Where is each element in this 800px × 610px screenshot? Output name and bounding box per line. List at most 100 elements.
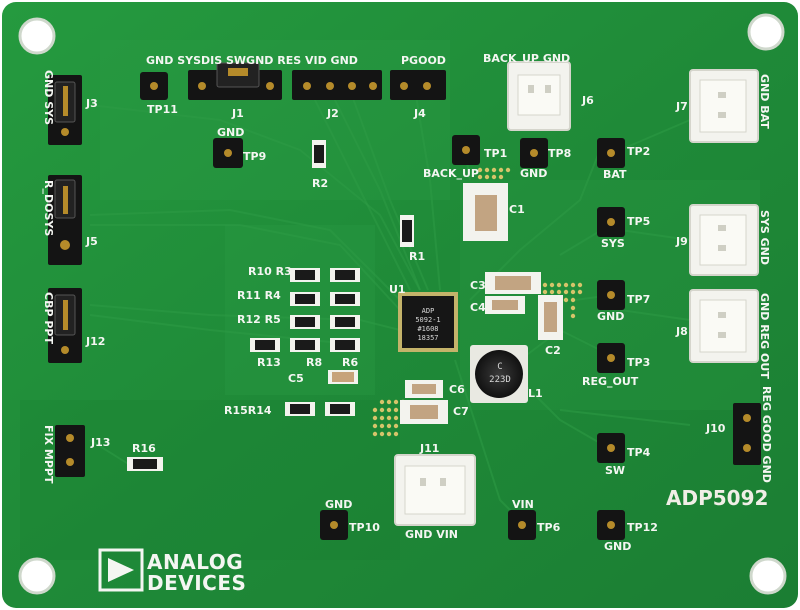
svg-text:VIN: VIN <box>512 498 534 511</box>
svg-text:C7: C7 <box>453 405 469 418</box>
svg-text:C6: C6 <box>449 383 465 396</box>
svg-text:J8: J8 <box>675 325 688 338</box>
svg-text:GND: GND <box>325 498 352 511</box>
svg-text:TP7: TP7 <box>627 293 650 306</box>
svg-text:R2: R2 <box>312 177 328 190</box>
svg-text:J13: J13 <box>90 436 110 449</box>
svg-text:U1: U1 <box>389 283 406 296</box>
svg-text:R6: R6 <box>342 356 358 369</box>
ic-u1: ADP 5092-1 #1608 18357 <box>398 292 458 352</box>
inductor-l1: C 223D <box>470 345 528 403</box>
svg-text:ADP: ADP <box>422 307 435 315</box>
svg-text:J2: J2 <box>326 107 339 120</box>
j8-connector[interactable] <box>689 289 759 363</box>
svg-text:18357: 18357 <box>417 334 438 342</box>
svg-text:R11 R4: R11 R4 <box>237 289 281 302</box>
svg-text:ANALOG: ANALOG <box>147 550 243 574</box>
svg-text:FIX MPPT: FIX MPPT <box>42 425 55 484</box>
part-number: ADP5092 <box>666 486 768 510</box>
svg-text:TP4: TP4 <box>627 446 651 459</box>
svg-text:PGOOD: PGOOD <box>401 54 446 67</box>
svg-text:SW: SW <box>605 464 625 477</box>
resistor-array <box>127 140 414 471</box>
j13-header[interactable] <box>55 425 85 477</box>
j2-header[interactable] <box>292 70 382 100</box>
svg-text:R16: R16 <box>132 442 156 455</box>
j9-connector[interactable] <box>689 204 759 276</box>
svg-text:J7: J7 <box>675 100 688 113</box>
via-array <box>372 167 583 437</box>
j5-header[interactable] <box>48 175 82 265</box>
svg-text:SYS: SYS <box>601 237 625 250</box>
svg-text:BACK_UP: BACK_UP <box>423 167 479 180</box>
svg-text:TP8: TP8 <box>548 147 571 160</box>
svg-text:R8: R8 <box>306 356 322 369</box>
svg-text:J5: J5 <box>85 235 98 248</box>
svg-text:TP3: TP3 <box>627 356 650 369</box>
tp11-post[interactable] <box>140 72 168 100</box>
j1-header[interactable] <box>188 62 282 100</box>
svg-text:GND: GND <box>597 310 624 323</box>
j10-header[interactable] <box>733 403 761 465</box>
svg-text:TP10: TP10 <box>349 521 380 534</box>
svg-text:R1: R1 <box>409 250 425 263</box>
svg-text:TP2: TP2 <box>627 145 650 158</box>
svg-text:C: C <box>497 362 502 372</box>
copper-traces <box>89 89 691 521</box>
svg-text:GND VIN: GND VIN <box>405 528 458 541</box>
j12-header[interactable] <box>48 288 82 363</box>
svg-text:J4: J4 <box>413 107 426 120</box>
svg-text:J1: J1 <box>231 107 244 120</box>
svg-text:J12: J12 <box>85 335 105 348</box>
svg-text:C4: C4 <box>470 301 486 314</box>
svg-text:GND SYS: GND SYS <box>42 70 55 125</box>
mounting-holes <box>18 13 787 595</box>
svg-text:GND SYSDIS SWGND RES VID GND: GND SYSDIS SWGND RES VID GND <box>146 54 358 67</box>
svg-text:TP1: TP1 <box>484 147 507 160</box>
svg-text:J10: J10 <box>705 422 726 435</box>
j7-connector[interactable] <box>689 69 759 143</box>
j4-header[interactable] <box>390 70 446 100</box>
svg-text:223D: 223D <box>489 375 511 385</box>
svg-text:REG_OUT: REG_OUT <box>582 375 639 388</box>
svg-text:GND: GND <box>217 126 244 139</box>
svg-text:J9: J9 <box>675 235 688 248</box>
svg-text:C5: C5 <box>288 372 304 385</box>
svg-text:R13: R13 <box>257 356 281 369</box>
svg-text:C2: C2 <box>545 344 561 357</box>
svg-text:J11: J11 <box>419 442 439 455</box>
svg-text:C3: C3 <box>470 279 486 292</box>
svg-text:C1: C1 <box>509 203 525 216</box>
capacitors <box>400 183 563 424</box>
svg-text:TP9: TP9 <box>243 150 266 163</box>
svg-text:J3: J3 <box>85 97 98 110</box>
svg-text:R_DOSYS: R_DOSYS <box>42 180 55 236</box>
analog-devices-logo: ANALOG DEVICES <box>98 548 246 595</box>
svg-text:R10 R3: R10 R3 <box>248 265 292 278</box>
svg-text:TP12: TP12 <box>627 521 658 534</box>
svg-text:SYS GND: SYS GND <box>758 210 771 265</box>
j11-connector[interactable] <box>394 454 476 526</box>
svg-text:GND: GND <box>604 540 631 553</box>
svg-text:GND: GND <box>520 167 547 180</box>
svg-text:L1: L1 <box>528 387 543 400</box>
svg-text:5092-1: 5092-1 <box>415 316 440 324</box>
svg-text:CBP PPT: CBP PPT <box>42 292 55 344</box>
silkscreen-labels: GND SYSDIS SWGND RES VID GND PGOOD TP11 … <box>42 52 773 553</box>
j6-connector[interactable] <box>507 61 571 131</box>
test-point-pins <box>330 146 615 529</box>
svg-text:GND REG OUT: GND REG OUT <box>758 293 771 379</box>
svg-text:GND BAT: GND BAT <box>758 74 771 129</box>
tp9-post[interactable] <box>213 138 243 168</box>
svg-text:J6: J6 <box>581 94 594 107</box>
j3-header[interactable] <box>48 75 82 145</box>
svg-text:BACK_UP GND: BACK_UP GND <box>483 52 570 65</box>
svg-text:#1608: #1608 <box>417 325 438 333</box>
svg-text:R15R14: R15R14 <box>224 404 272 417</box>
svg-text:TP6: TP6 <box>537 521 561 534</box>
svg-text:DEVICES: DEVICES <box>147 571 246 595</box>
svg-text:BAT: BAT <box>603 168 627 181</box>
svg-text:REG GOOD GND: REG GOOD GND <box>760 386 773 483</box>
